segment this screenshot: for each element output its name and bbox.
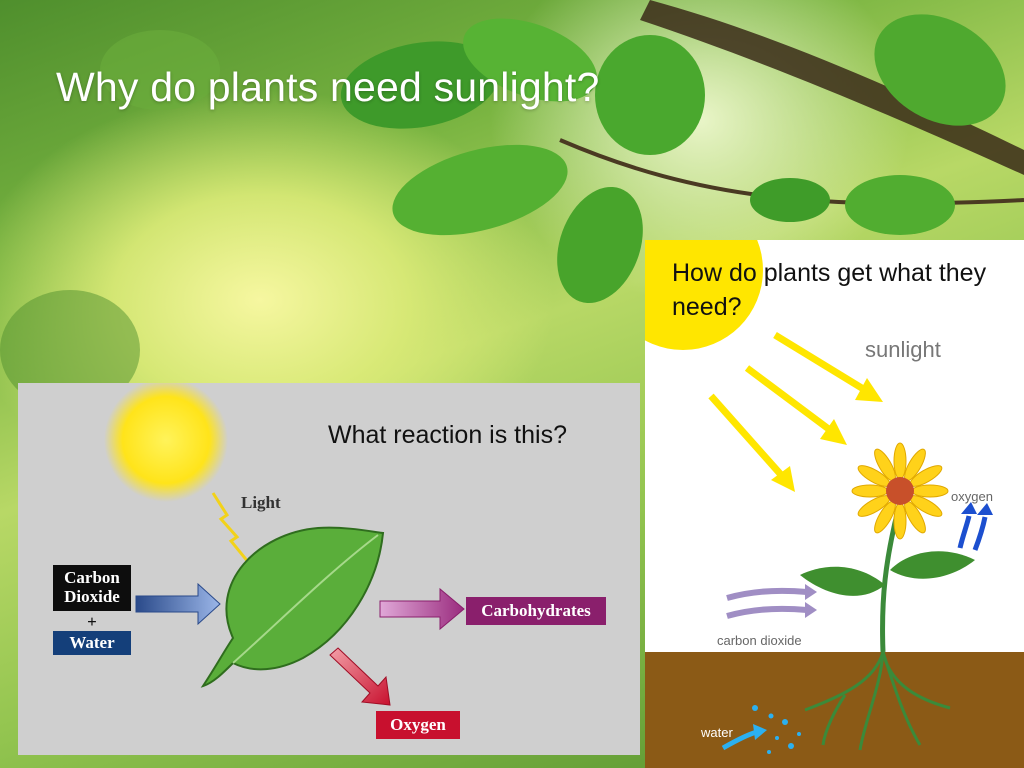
carbon-dioxide-label: carbon dioxide [717, 633, 802, 648]
needs-question: How do plants get what they need? [672, 259, 987, 321]
water-label: water [701, 725, 733, 740]
sunlight-label: sunlight [865, 337, 941, 362]
oxygen-output-label: Oxygen [390, 715, 446, 734]
slide-title: Why do plants need sunlight? [56, 64, 600, 110]
leaf-left-icon [800, 566, 885, 596]
oxygen-arrow-icon [329, 647, 391, 706]
sun-icon [645, 240, 763, 350]
water-droplets-icon [752, 705, 801, 754]
water-box [53, 631, 131, 655]
reaction-question: What reaction is this? [328, 421, 567, 449]
leaf-right-icon [890, 551, 975, 579]
carbohydrates-label: Carbohydrates [481, 601, 591, 620]
photosynthesis-diagram: What reaction is this? Light Carbon Diox… [18, 383, 640, 755]
carbon-label: Carbon [64, 568, 120, 587]
carbohydrates-arrow-icon [379, 587, 465, 631]
water-label: Water [69, 633, 115, 652]
carbon-dioxide-arrows-icon [726, 587, 808, 619]
plus-sign: + [87, 612, 97, 631]
photosynthesis-artwork [53, 383, 606, 739]
dioxide-label: Dioxide [64, 587, 120, 606]
oxygen-label: oxygen [951, 489, 993, 504]
flower-icon [851, 442, 949, 540]
carbon-dioxide-box [53, 565, 131, 611]
plant-needs-artwork [645, 240, 1024, 768]
oxygen-arrows-icon [957, 515, 988, 551]
oxygen-box [376, 711, 460, 739]
input-arrow-icon [135, 582, 221, 626]
roots-icon [804, 651, 951, 751]
plant-needs-diagram: How do plants get what they need? sunlig… [645, 240, 1024, 768]
light-label: Light [241, 493, 281, 512]
carbohydrates-box [466, 597, 606, 625]
sun-icon [104, 383, 228, 502]
sunlight-arrows-icon [708, 332, 883, 492]
